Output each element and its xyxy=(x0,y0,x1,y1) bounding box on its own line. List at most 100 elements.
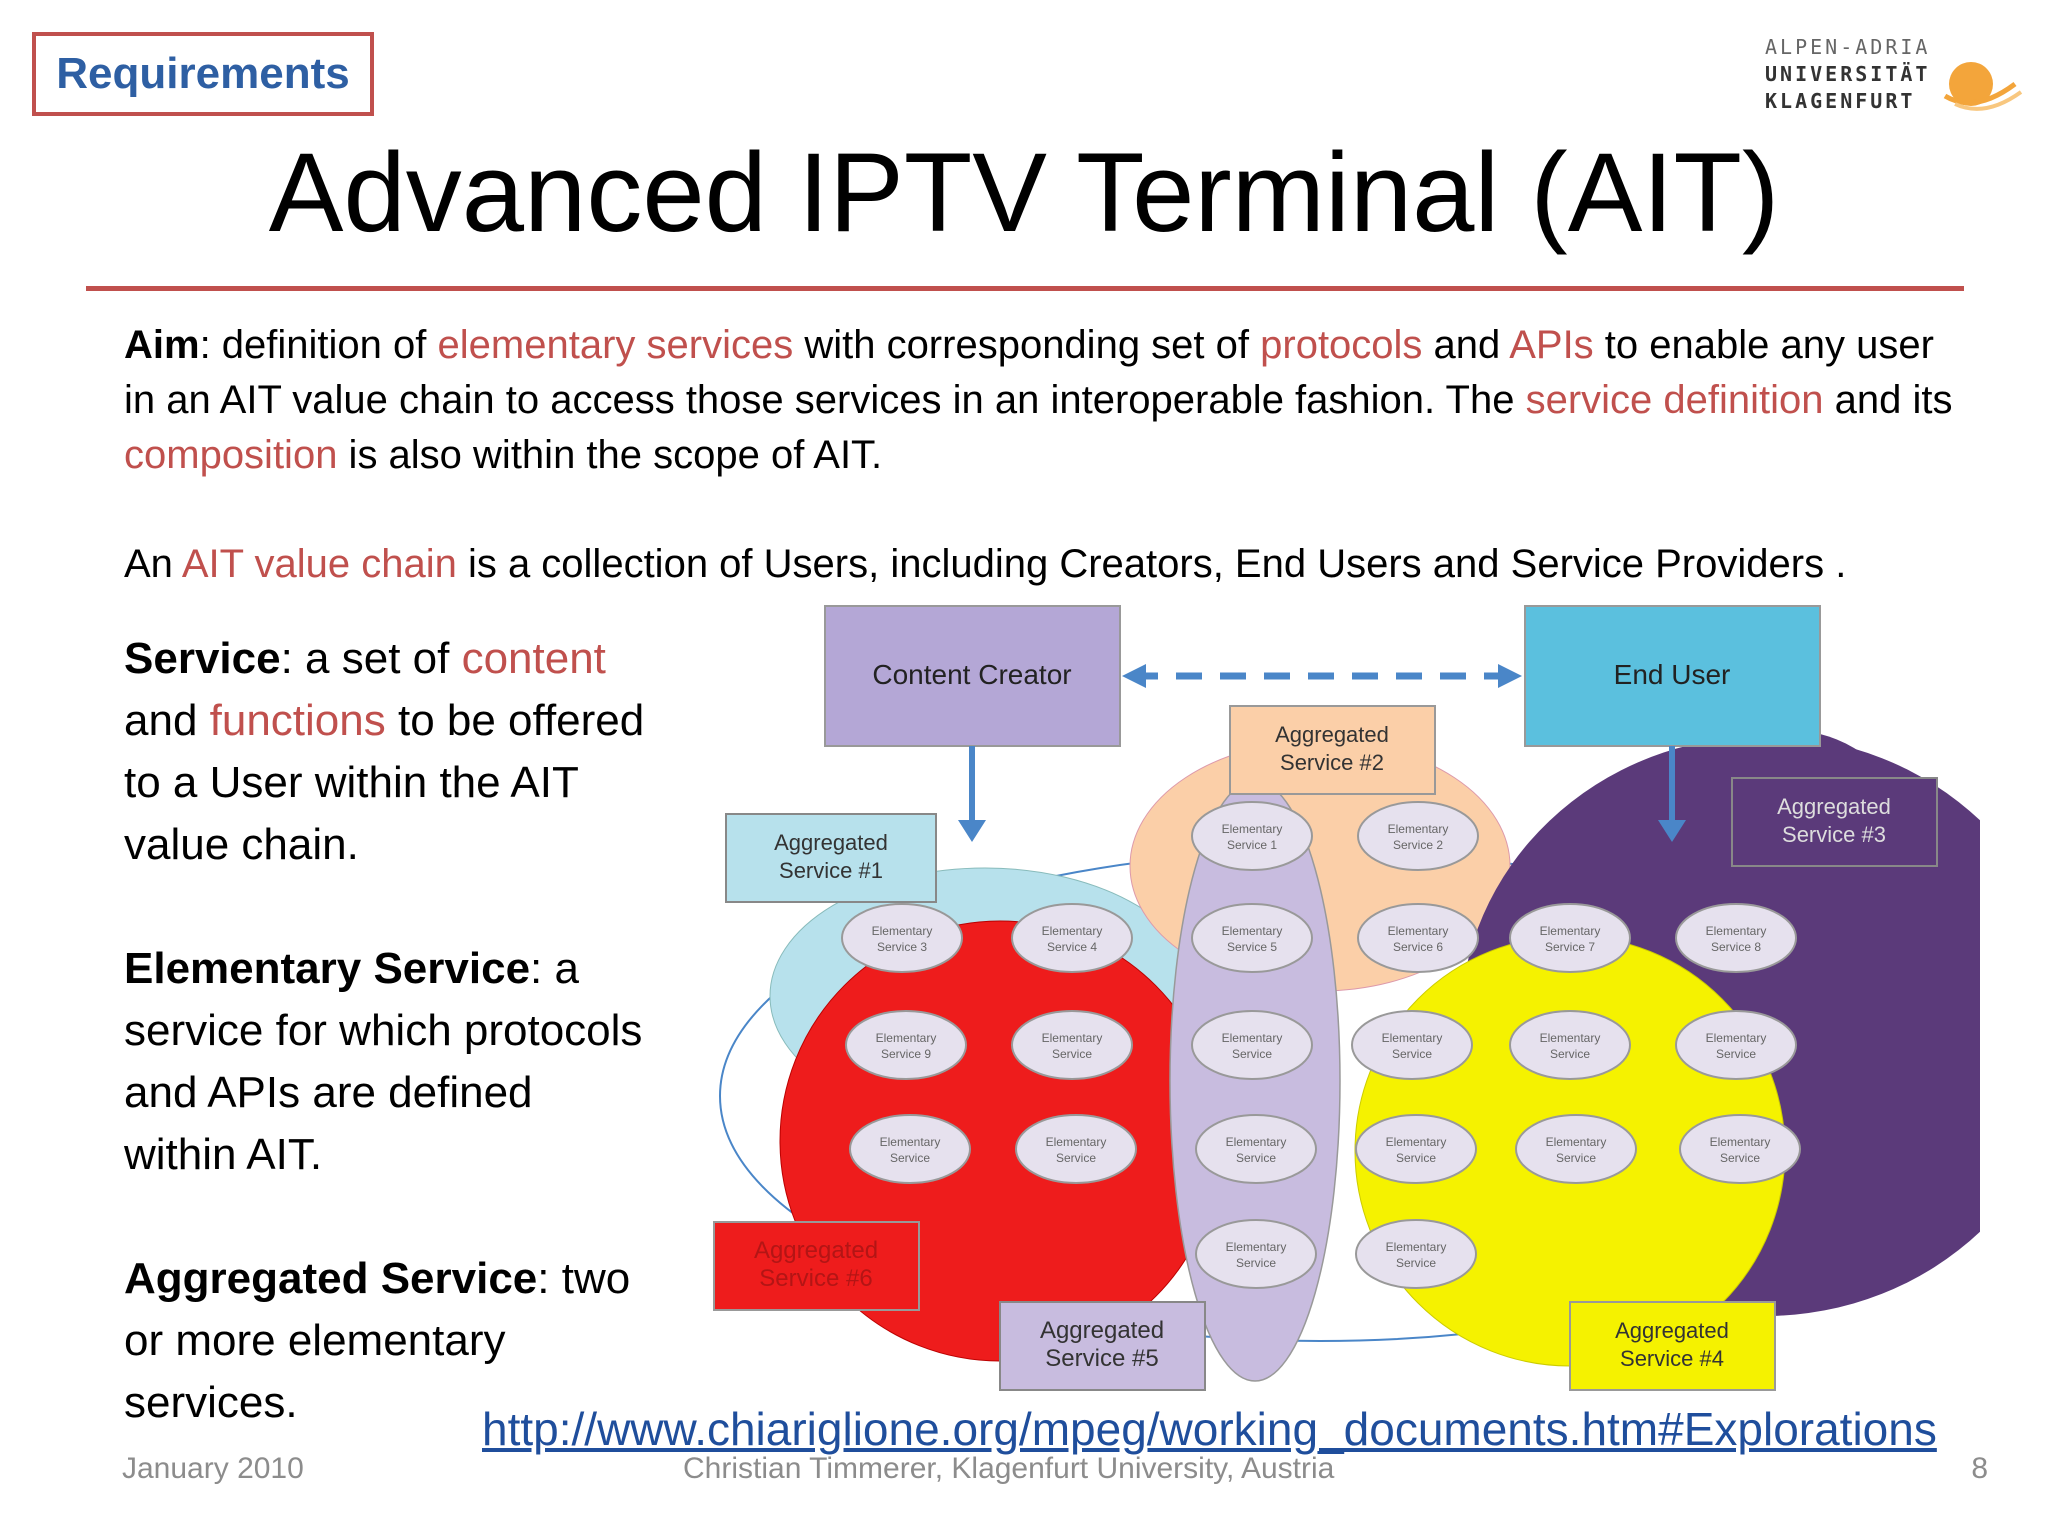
aim-text-6: is also within the scope of AIT. xyxy=(337,433,883,477)
aim-text-4: to enable any user in an AIT value chain… xyxy=(124,323,1934,422)
elementary-service-bubble xyxy=(1011,903,1133,973)
logo-line-2: UNIVERSITÄT xyxy=(1765,62,1931,86)
elementary-service-label: Service xyxy=(1556,1151,1596,1165)
elementary-service-bubble xyxy=(1011,1010,1133,1080)
elementary-service-bubble xyxy=(1515,1114,1637,1184)
ait-value-chain-diagram: Content Creator End User Aggregated Serv… xyxy=(713,605,1980,1391)
agg1-box xyxy=(725,813,937,903)
elementary-service-label: Elementary xyxy=(1706,924,1767,938)
elementary-service-label: Service 1 xyxy=(1227,838,1277,852)
elementary-service-bubble xyxy=(849,1114,971,1184)
elementary-service-label: Elementary xyxy=(1546,1135,1607,1149)
footer-date: January 2010 xyxy=(122,1452,304,1485)
elementary-service-label: Service xyxy=(890,1151,930,1165)
elementary-service-label: Elementary xyxy=(1222,1031,1283,1045)
agg4-line1: Aggregated xyxy=(1615,1318,1729,1343)
agg2-box xyxy=(1229,705,1436,795)
end-user-box xyxy=(1524,605,1821,747)
elementary-service-label: Elementary xyxy=(1540,1031,1601,1045)
elementary-service-label: Service 3 xyxy=(877,940,927,954)
agg5-box xyxy=(999,1301,1206,1391)
elementary-service-label: Elementary xyxy=(1222,924,1283,938)
elementary-service-label: Service 8 xyxy=(1711,940,1761,954)
content-creator-label: Content Creator xyxy=(872,659,1071,690)
agg5-line2: Service #5 xyxy=(1045,1345,1158,1372)
chain-highlight: AIT value chain xyxy=(181,542,457,586)
service-term: Service xyxy=(124,634,281,683)
elementary-service-label: Elementary xyxy=(1226,1135,1287,1149)
elementary-service-label: Elementary xyxy=(1706,1031,1767,1045)
elementary-text: : a service for which protocols and APIs… xyxy=(124,944,643,1179)
section-tag: Requirements xyxy=(32,32,374,116)
arrow-right-icon xyxy=(1498,664,1522,688)
elementary-service-label: Elementary xyxy=(880,1135,941,1149)
elementary-service-label: Elementary xyxy=(1540,924,1601,938)
agg4-line2: Service #4 xyxy=(1620,1346,1724,1371)
elementary-service-label: Service 7 xyxy=(1545,940,1595,954)
elementary-service-label: Elementary xyxy=(1386,1240,1447,1254)
elementary-service-label: Elementary xyxy=(876,1031,937,1045)
aim-highlight-2: protocols xyxy=(1260,323,1423,367)
logo-sun-icon xyxy=(1943,62,2023,111)
agg6-line1: Aggregated xyxy=(754,1237,878,1264)
service-text-2: and xyxy=(124,696,210,745)
footer-page-number: 8 xyxy=(1971,1452,1988,1485)
elementary-service-label: Elementary xyxy=(1386,1135,1447,1149)
page-title: Advanced IPTV Terminal (AIT) xyxy=(268,130,1780,255)
elementary-service-bubble xyxy=(1679,1114,1801,1184)
aggregated-definition: Aggregated Service: two or more elementa… xyxy=(124,1248,654,1434)
aim-highlight-1: elementary services xyxy=(437,323,794,367)
aim-text-5: and its xyxy=(1823,378,1953,422)
elementary-service-bubble xyxy=(1195,1114,1317,1184)
title-divider xyxy=(86,286,1964,291)
elementary-service-bubble xyxy=(841,903,963,973)
elementary-service-label: Service 6 xyxy=(1393,940,1443,954)
elementary-service-label: Service xyxy=(1232,1047,1272,1061)
elementary-service-bubble xyxy=(1355,1114,1477,1184)
elementary-service-label: Service 9 xyxy=(881,1047,931,1061)
elementary-service-bubble xyxy=(1357,801,1479,871)
elementary-definition: Elementary Service: a service for which … xyxy=(124,938,654,1186)
elementary-service-bubble xyxy=(1195,1219,1317,1289)
aim-paragraph: Aim: definition of elementary services w… xyxy=(124,318,1954,483)
elementary-service-bubble xyxy=(1191,903,1313,973)
elementary-service-label: Elementary xyxy=(1388,822,1449,836)
definitions: Service: a set of content and functions … xyxy=(124,628,654,1496)
elementary-service-label: Elementary xyxy=(1042,1031,1103,1045)
university-logo: ALPEN-ADRIA UNIVERSITÄT KLAGENFURT xyxy=(1765,34,2025,124)
logo-line-3: KLAGENFURT xyxy=(1765,89,1916,113)
elementary-service-bubble xyxy=(1015,1114,1137,1184)
agg3-line1: Aggregated xyxy=(1777,794,1891,819)
creator-down-arrow-icon xyxy=(958,820,986,842)
elementary-service-bubble xyxy=(845,1010,967,1080)
service-highlight-1: content xyxy=(461,634,606,683)
agg2-line2: Service #2 xyxy=(1280,750,1384,775)
elementary-service-label: Service 4 xyxy=(1047,940,1097,954)
elementary-term: Elementary Service xyxy=(124,944,531,993)
aim-highlight-3: APIs xyxy=(1509,323,1594,367)
end-user-label: End User xyxy=(1614,659,1731,690)
aim-text-3: and xyxy=(1422,323,1510,367)
agg5-line1: Aggregated xyxy=(1040,1317,1164,1344)
elementary-service-bubble xyxy=(1191,801,1313,871)
elementary-service-bubble xyxy=(1675,903,1797,973)
aim-highlight-5: composition xyxy=(124,433,338,477)
elementary-service-label: Service xyxy=(1396,1256,1436,1270)
agg5-cluster xyxy=(1169,780,1341,1382)
elementary-service-label: Elementary xyxy=(1388,924,1449,938)
value-chain-paragraph: An AIT value chain is a collection of Us… xyxy=(124,537,1984,592)
agg6-line2: Service #6 xyxy=(759,1265,872,1292)
enduser-down-arrow-icon xyxy=(1658,820,1686,842)
elementary-service-label: Elementary xyxy=(1222,822,1283,836)
elementary-service-label: Elementary xyxy=(1382,1031,1443,1045)
explorations-link[interactable]: http://www.chiariglione.org/mpeg/working… xyxy=(482,1403,1937,1455)
aim-label: Aim xyxy=(124,323,200,367)
elementary-service-label: Service xyxy=(1720,1151,1760,1165)
agg1-line1: Aggregated xyxy=(774,830,888,855)
logo-line-1: ALPEN-ADRIA xyxy=(1765,35,1931,59)
elementary-service-label: Service xyxy=(1052,1047,1092,1061)
elementary-service-label: Service xyxy=(1236,1151,1276,1165)
elementary-service-label: Service xyxy=(1392,1047,1432,1061)
chain-text-1: An xyxy=(124,542,182,586)
